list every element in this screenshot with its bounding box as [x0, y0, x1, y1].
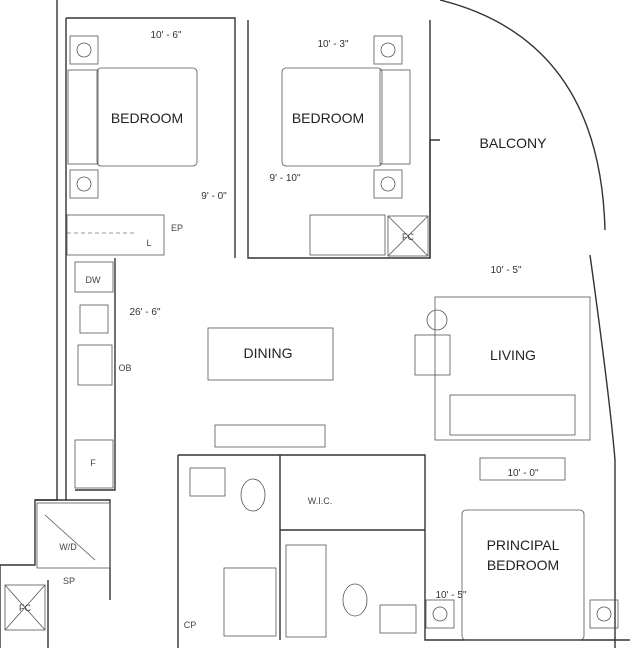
- bath-fixtures: [4, 467, 417, 638]
- bed-principal: [425, 509, 619, 641]
- label-fc-2: FC: [402, 232, 414, 242]
- dim-bedroom2-depth: 9' - 10": [269, 173, 300, 184]
- room-label-balcony: BALCONY: [480, 135, 548, 151]
- room-label-bedroom2: BEDROOM: [292, 110, 364, 126]
- living-furniture: [414, 296, 591, 481]
- label-dw: DW: [86, 275, 101, 285]
- room-label-principal-2: BEDROOM: [487, 557, 559, 573]
- dim-living: 10' - 0": [507, 468, 538, 479]
- label-wd: W/D: [59, 542, 77, 552]
- room-label-principal-1: PRINCIPAL: [487, 537, 560, 553]
- label-f: F: [90, 458, 96, 468]
- room-label-dining: DINING: [244, 345, 293, 361]
- dim-bedroom1-depth: 9' - 0": [201, 191, 227, 202]
- room-label-wic: W.I.C.: [308, 496, 333, 506]
- dim-living-dining: 26' - 6": [129, 307, 160, 318]
- label-cp: CP: [184, 620, 197, 630]
- dim-principal: 10' - 5": [435, 590, 466, 601]
- kitchen-counter: [74, 261, 114, 489]
- bed-bedroom2: [281, 35, 429, 257]
- label-sp: SP: [63, 576, 75, 586]
- room-label-bedroom1: BEDROOM: [111, 110, 183, 126]
- label-ep: EP: [171, 223, 183, 233]
- dim-bedroom2-width: 10' - 3": [317, 39, 348, 50]
- label-fc-1: FC: [19, 603, 31, 613]
- dim-bedroom1-width: 10' - 6": [150, 30, 181, 41]
- bed-bedroom1: [66, 35, 198, 256]
- label-ob: OB: [118, 363, 131, 373]
- dining-table: [207, 327, 334, 448]
- dim-balcony: 10' - 5": [490, 265, 521, 276]
- room-label-living: LIVING: [490, 347, 536, 363]
- label-l: L: [146, 238, 151, 248]
